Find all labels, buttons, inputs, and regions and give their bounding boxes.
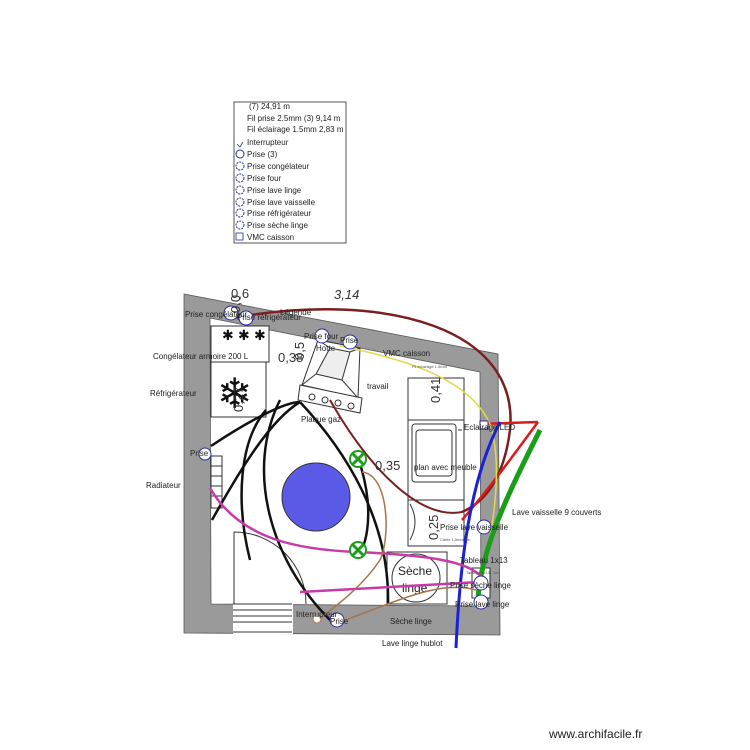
prise-seche-linge-icon bbox=[235, 220, 245, 230]
seche-linge-box: Sèche linge bbox=[386, 551, 448, 605]
prise-seche-linge-outlet bbox=[473, 575, 489, 591]
prise-congelateur-outlet bbox=[223, 305, 239, 321]
dim-top-left: 0,6 bbox=[231, 286, 249, 301]
prise-symbol-icon bbox=[235, 149, 245, 159]
prise-lave-linge-outlet bbox=[473, 594, 489, 610]
seche-linge-box-label-1: Sèche bbox=[398, 564, 432, 578]
prise-lave-linge-icon bbox=[235, 185, 245, 195]
label-tableau-small: Tableau 1x13 - 3m bbox=[466, 570, 500, 575]
refrigerateur: ❄ bbox=[210, 361, 267, 418]
label-seche-linge: Sèche linge bbox=[390, 617, 432, 626]
plaque-gaz bbox=[297, 384, 363, 414]
label-radiateur: Radiateur bbox=[146, 481, 181, 490]
legend-line-10: Prise réfrigérateur bbox=[247, 209, 311, 218]
label-vmc-caisson: VMC caisson bbox=[383, 349, 430, 358]
legend-line-11: Prise sèche linge bbox=[247, 221, 308, 230]
seche-linge-box-label-2: linge bbox=[402, 581, 428, 595]
label-prise-congelateur: Prise congélateur bbox=[185, 310, 248, 319]
label-legende: Légende bbox=[280, 308, 312, 317]
radiateur bbox=[210, 455, 223, 509]
light-point-2[interactable] bbox=[349, 541, 367, 559]
watermark: www.archifacile.fr bbox=[548, 727, 642, 741]
legend-line-9: Prise lave vaisselle bbox=[247, 198, 316, 207]
label-cable-small: Câble 1.5mm 2m bbox=[440, 537, 471, 542]
label-prise-hotte: Prise bbox=[340, 336, 359, 345]
label-interrupteur: Interrupteur bbox=[296, 610, 338, 619]
interrupteur-symbol-icon bbox=[236, 141, 244, 148]
label-prise-bottom: Prise bbox=[330, 617, 349, 626]
hotte bbox=[301, 339, 361, 399]
label-plan-meuble: plan avec meuble bbox=[414, 463, 477, 472]
prise-lave-vaisselle-outlet bbox=[476, 519, 492, 535]
dim-hood-depth: 0,5 bbox=[292, 342, 307, 360]
congelateur: ✱ ✱ ✱ bbox=[210, 325, 270, 363]
legend-line-7: Prise four bbox=[247, 174, 282, 183]
label-prise-lave-linge: Prise lave linge bbox=[455, 600, 510, 609]
ceiling-lamp bbox=[281, 462, 351, 532]
dim-fridge-depth: 0,27 bbox=[231, 387, 246, 412]
svg-text:✱: ✱ bbox=[254, 327, 266, 343]
dim-counter-offset: 0,35 bbox=[375, 458, 400, 473]
prise-refrigerateur-icon bbox=[235, 208, 245, 218]
label-eclairage: Fil éclairage 1.5mm bbox=[412, 364, 448, 369]
legend: (7) 24,91 m Fil prise 2.5mm (3) 9,14 m F… bbox=[233, 101, 347, 244]
label-prise-four: Prise four bbox=[304, 332, 339, 341]
legend-line-1: (7) 24,91 m bbox=[249, 102, 290, 111]
label-eclairage-led: Eclairage LED bbox=[464, 423, 515, 432]
plan-de-travail bbox=[407, 377, 465, 547]
snowflake-icon: ❄ bbox=[217, 370, 252, 417]
prise-left-outlet bbox=[198, 447, 212, 461]
vmc-caisson-icon bbox=[235, 232, 244, 241]
legend-line-8: Prise lave linge bbox=[247, 186, 302, 195]
dim-hood-width: 0,38 bbox=[278, 350, 303, 365]
prise-hotte-outlet bbox=[342, 334, 358, 350]
label-prise-refrigerateur: Prise réfrigérateur bbox=[237, 313, 301, 322]
legend-line-5: Prise (3) bbox=[247, 150, 278, 159]
legend-line-2: Fil prise 2.5mm (3) 9,14 m bbox=[247, 114, 341, 123]
label-tableau: Tableau 1x13 bbox=[460, 556, 508, 565]
dim-counter-width: 0,41 bbox=[428, 378, 443, 403]
door-swing bbox=[233, 531, 307, 605]
label-lave-linge: Lave linge hublot bbox=[382, 639, 443, 648]
label-lave-vaisselle: Lave vaisselle 9 couverts bbox=[512, 508, 601, 517]
prise-four-outlet bbox=[314, 328, 330, 344]
label-refrigerateur: Réfrigérateur bbox=[150, 389, 197, 398]
light-point-1[interactable] bbox=[349, 450, 367, 468]
legend-line-12: VMC caisson bbox=[247, 233, 294, 242]
dim-sink-depth: 0,25 bbox=[426, 515, 441, 540]
label-hotte: Hotte bbox=[316, 344, 336, 353]
wiring bbox=[208, 308, 543, 649]
label-prise-seche-linge: Prise sèche linge bbox=[450, 581, 511, 590]
prise-congelateur-icon bbox=[235, 161, 245, 171]
interrupteur-switch bbox=[312, 614, 322, 624]
legend-line-6: Prise congélateur bbox=[247, 162, 310, 171]
label-plaque-gaz: Plaque gaz bbox=[301, 415, 341, 424]
prise-lave-vaisselle-icon bbox=[235, 197, 245, 207]
vmc-caisson-box bbox=[479, 420, 489, 430]
walls bbox=[183, 293, 501, 636]
prise-four-icon bbox=[235, 173, 245, 183]
label-prise-left: Prise bbox=[190, 449, 209, 458]
prise-refrigerateur-outlet bbox=[238, 310, 254, 326]
svg-text:✱: ✱ bbox=[238, 327, 250, 343]
dim-legend-depth: 0,0 bbox=[228, 295, 243, 313]
dim-top-total: 3,14 bbox=[334, 287, 359, 302]
svg-text:✱: ✱ bbox=[222, 327, 234, 343]
legend-line-4: Interrupteur bbox=[247, 138, 289, 147]
label-congelateur: Congélateur armoire 200 L bbox=[153, 352, 249, 361]
prise-bottom-outlet bbox=[329, 612, 345, 628]
label-prise-lave-vaisselle: Prise lave vaisselle bbox=[440, 523, 509, 532]
legend-line-3: Fil éclairage 1.5mm 2,83 m bbox=[247, 125, 344, 134]
label-plan-travail: travail bbox=[367, 382, 389, 391]
